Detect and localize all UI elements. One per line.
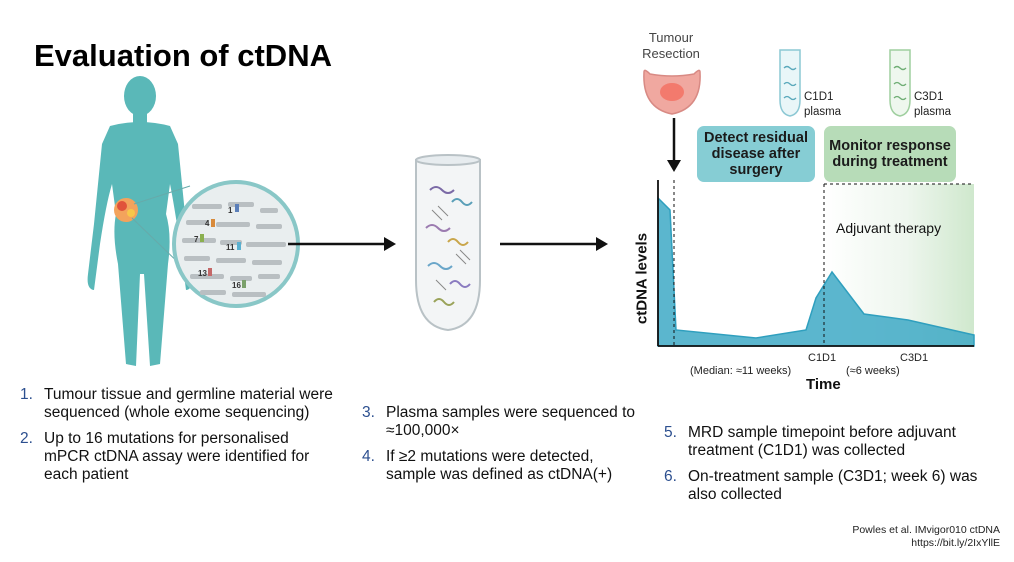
c3d1-tube-icon <box>889 49 911 117</box>
monitor-response-box: Monitor response during treatment <box>824 126 956 182</box>
arrow-right-icon <box>288 237 396 251</box>
body-silhouette-icon <box>87 76 193 366</box>
tick-c1d1: C1D1 <box>808 352 837 364</box>
chromosome-label: 4 <box>205 219 210 228</box>
citation: Powles et al. IMvigor010 ctDNA https://b… <box>780 524 1000 550</box>
tick-c3d1: C3D1 <box>900 352 929 364</box>
left-steps-list: 1. Tumour tissue and germline material w… <box>20 386 338 492</box>
chromosome-label: 13 <box>198 269 207 278</box>
list-item: 6. On-treatment sample (C3D1; week 6) wa… <box>664 468 978 503</box>
list-item: 3. Plasma samples were sequenced to ≈100… <box>362 404 635 439</box>
chromosome-label: 11 <box>226 243 235 252</box>
bladder-icon <box>643 69 701 115</box>
c3d1-plasma-label: C3D1 plasma <box>914 91 952 118</box>
right-steps-list: 5. MRD sample timepoint before adjuvant … <box>664 424 998 512</box>
c1d1-tube-icon <box>779 49 801 117</box>
page-title: Evaluation of ctDNA <box>34 38 332 73</box>
residual-disease-box: Detect residual disease after surgery <box>697 126 815 182</box>
resection-label: Tumour Resection <box>642 30 700 61</box>
x-axis-label: Time <box>806 376 841 393</box>
list-item: 5. MRD sample timepoint before adjuvant … <box>664 424 956 459</box>
arrow-right-icon <box>500 237 608 251</box>
y-axis-label: ctDNA levels <box>633 232 651 325</box>
chromosome-label: 7 <box>194 235 199 244</box>
human-body-illustration: 1 4 7 11 13 16 <box>87 76 300 366</box>
chromosome-label: 16 <box>232 281 241 290</box>
c1d1-plasma-label: C1D1 plasma <box>804 91 842 118</box>
middle-steps-list: 3. Plasma samples were sequenced to ≈100… <box>362 404 642 492</box>
adjuvant-therapy-label: Adjuvant therapy <box>836 220 942 236</box>
tumour-icon <box>114 198 138 222</box>
ctdna-curve <box>657 196 975 347</box>
arrow-down-icon <box>667 118 681 172</box>
plasma-tube-icon <box>415 154 481 332</box>
citation-link[interactable]: https://bit.ly/2IxYllE <box>911 537 1000 549</box>
list-item: 2. Up to 16 mutations for personalised m… <box>20 430 310 483</box>
list-item: 1. Tumour tissue and germline material w… <box>20 386 333 421</box>
list-item: 4. If ≥2 mutations were detected, sample… <box>362 448 613 483</box>
weeks-label: (≈6 weeks) <box>846 365 900 377</box>
ctdna-timeline-plot <box>657 180 975 347</box>
median-label: (Median: ≈11 weeks) <box>690 365 792 377</box>
chromosome-label: 1 <box>228 206 233 215</box>
